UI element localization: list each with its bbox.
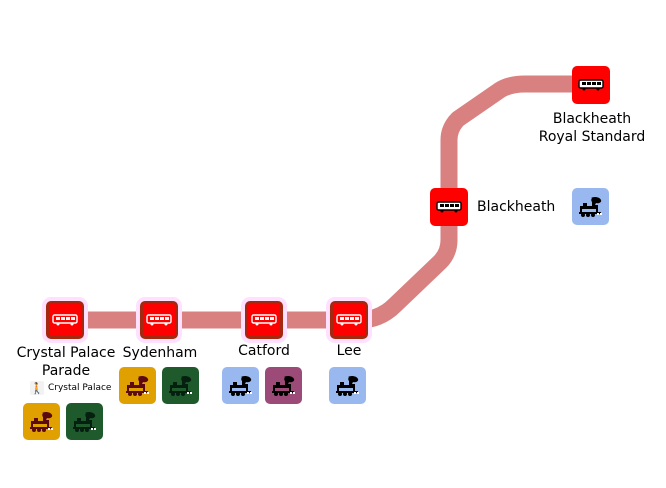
stop-label-line: Royal Standard <box>538 129 646 145</box>
train-icon <box>29 411 53 432</box>
bus-icon <box>251 314 277 326</box>
bus-icon <box>52 314 78 326</box>
train-connection-tile[interactable] <box>162 367 199 404</box>
bus-stop-catford[interactable] <box>245 301 283 339</box>
walk-connection-label: Crystal Palace <box>48 383 112 393</box>
bus-stop-blackheath[interactable] <box>430 188 468 226</box>
stop-label-crystal-palace-parade: Crystal Palace Parade <box>10 344 122 380</box>
train-icon <box>578 196 602 217</box>
train-connection-tile[interactable] <box>66 403 103 440</box>
train-connection-tile[interactable] <box>23 403 60 440</box>
stop-label-line: Parade <box>41 363 91 379</box>
train-icon <box>335 375 359 396</box>
train-connection-tile[interactable] <box>222 367 259 404</box>
stop-label-sydenham: Sydenham <box>122 345 198 361</box>
bus-icon <box>336 314 362 326</box>
bus-icon <box>436 201 462 213</box>
train-connection-tile[interactable] <box>572 188 609 225</box>
train-connection-tile[interactable] <box>265 367 302 404</box>
bus-stop-blackheath-royal-standard[interactable] <box>572 66 610 104</box>
walk-connection-crystal-palace[interactable]: 🚶 Crystal Palace <box>30 381 111 395</box>
train-icon <box>72 411 96 432</box>
train-connection-tile[interactable] <box>329 367 366 404</box>
bus-icon <box>578 79 604 91</box>
stop-label-line: Crystal Palace <box>16 345 116 361</box>
stop-label-line: Blackheath <box>552 111 632 127</box>
bus-stop-sydenham[interactable] <box>140 301 178 339</box>
train-icon <box>125 375 149 396</box>
stop-label-blackheath-royal-standard: Blackheath Royal Standard <box>530 110 654 146</box>
stop-label-catford: Catford <box>238 343 290 359</box>
bus-stop-lee[interactable] <box>330 301 368 339</box>
train-icon <box>168 375 192 396</box>
train-connection-tile[interactable] <box>119 367 156 404</box>
stop-label-blackheath: Blackheath <box>477 199 556 215</box>
pedestrian-icon: 🚶 <box>30 381 44 395</box>
train-icon <box>271 375 295 396</box>
stop-label-lee: Lee <box>336 343 362 359</box>
bus-icon <box>146 314 172 326</box>
train-icon <box>228 375 252 396</box>
bus-stop-crystal-palace-parade[interactable] <box>46 301 84 339</box>
